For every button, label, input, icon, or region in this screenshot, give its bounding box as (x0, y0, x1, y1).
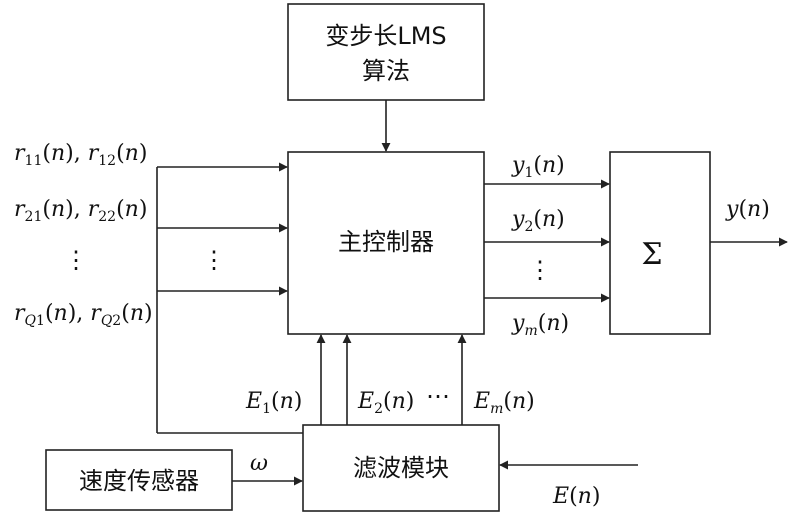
sum-symbol: Σ (641, 237, 662, 272)
input-ellipsis: ⋮ (64, 246, 88, 274)
input-mid-ellipsis: ⋮ (202, 246, 226, 274)
lms-label-line1: 变步长LMS (325, 22, 446, 50)
output-label-y: y(n) (725, 197, 770, 222)
error-label-em: Em(n) (473, 389, 535, 417)
filter-module-label: 滤波模块 (353, 454, 449, 482)
output-label-y2: y2(n) (511, 207, 565, 235)
speed-sensor-label: 速度传感器 (79, 467, 199, 495)
input-label-r1: r11(n), r12(n) (14, 141, 147, 169)
main-controller-label: 主控制器 (338, 228, 434, 256)
sum-block: Σ (609, 151, 711, 335)
filter-module-block: 滤波模块 (302, 424, 500, 512)
main-controller-block: 主控制器 (287, 151, 485, 335)
lms-algorithm-block: 变步长LMS 算法 (287, 3, 485, 101)
speed-sensor-block: 速度传感器 (45, 449, 233, 511)
error-input-label: E(n) (552, 484, 600, 509)
error-label-e1: E1(n) (245, 389, 302, 417)
error-label-e2: E2(n) (357, 389, 414, 417)
output-ellipsis: ⋮ (528, 256, 552, 284)
input-label-rq: rQ1(n), rQ2(n) (14, 301, 153, 329)
output-label-ym: ym(n) (511, 311, 569, 339)
input-label-r2: r21(n), r22(n) (14, 197, 147, 225)
omega-label: ω (250, 451, 268, 476)
error-ellipsis: ⋯ (426, 382, 450, 410)
lms-label-line2: 算法 (362, 57, 410, 85)
output-label-y1: y1(n) (511, 153, 565, 181)
